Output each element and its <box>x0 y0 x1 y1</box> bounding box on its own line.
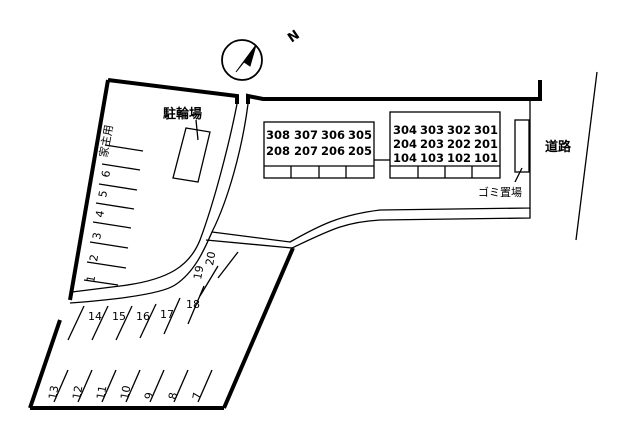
unit-102: 102 <box>447 151 471 165</box>
parking-bottom-row: 13 12 11 10 9 8 7 <box>46 369 213 403</box>
driveway <box>69 100 531 304</box>
parking-slot-12: 12 <box>70 384 85 400</box>
unit-206: 206 <box>321 144 345 158</box>
unit-103: 103 <box>420 151 444 165</box>
unit-104: 104 <box>393 151 417 165</box>
parking-slot-19: 19 <box>191 264 206 280</box>
parking-slot-14: 14 <box>88 310 102 323</box>
parking-slot-13: 13 <box>46 384 61 400</box>
unit-202: 202 <box>447 137 471 151</box>
compass-north-label: N <box>285 28 303 47</box>
unit-204: 204 <box>393 137 417 151</box>
parking-slot-4: 4 <box>93 209 107 218</box>
unit-307: 307 <box>294 128 318 142</box>
unit-201: 201 <box>474 137 498 151</box>
parking-slot-9: 9 <box>142 391 156 400</box>
parking-slot-2: 2 <box>87 253 101 262</box>
parking-left-column: 1 2 3 4 5 6 <box>83 144 144 286</box>
road: 道路 <box>545 71 598 241</box>
unit-207: 207 <box>294 144 318 158</box>
compass-circle <box>221 39 263 81</box>
unit-305: 305 <box>348 128 372 142</box>
unit-203: 203 <box>420 137 444 151</box>
compass-arrow-icon <box>235 44 257 73</box>
bicycle-rack <box>172 127 211 183</box>
parking-slot-7: 7 <box>190 391 204 400</box>
parking-slot-18: 18 <box>186 298 200 311</box>
unit-208: 208 <box>266 144 290 158</box>
unit-304: 304 <box>393 123 417 137</box>
parking-slot-6: 6 <box>99 169 113 178</box>
parking-slot-3: 3 <box>90 231 104 240</box>
parking-slot-10: 10 <box>118 384 133 400</box>
parking-slot-1: 1 <box>84 274 98 283</box>
parking-slot-8: 8 <box>166 391 180 400</box>
compass: N <box>221 28 303 81</box>
building-left-block: 308 307 306 305 208 207 206 205 <box>263 121 375 179</box>
parking-slot-20: 20 <box>203 250 218 266</box>
unit-306: 306 <box>321 128 345 142</box>
building-right-block: 304 303 302 301 204 203 202 201 104 103 … <box>389 111 501 179</box>
parking-upper-row: 14 15 16 17 18 19 20 <box>67 250 239 341</box>
unit-302: 302 <box>447 123 471 137</box>
unit-301: 301 <box>474 123 498 137</box>
garbage-label: ゴミ置場 <box>478 185 522 199</box>
parking-slot-15: 15 <box>112 310 126 323</box>
parking-slot-17: 17 <box>160 308 174 321</box>
property-boundary <box>28 78 542 410</box>
unit-303: 303 <box>420 123 444 137</box>
parking-slot-5: 5 <box>96 189 110 198</box>
bicycle-parking: 駐輪場 <box>163 106 211 183</box>
parking-slot-11: 11 <box>94 384 109 400</box>
garbage-area: ゴミ置場 <box>478 119 530 199</box>
unit-101: 101 <box>474 151 498 165</box>
bicycle-parking-label: 駐輪場 <box>163 106 202 122</box>
road-label: 道路 <box>545 139 572 155</box>
owner-label: 家主用 <box>96 124 116 159</box>
parking-slot-16: 16 <box>136 310 150 323</box>
unit-205: 205 <box>348 144 372 158</box>
unit-308: 308 <box>266 128 290 142</box>
